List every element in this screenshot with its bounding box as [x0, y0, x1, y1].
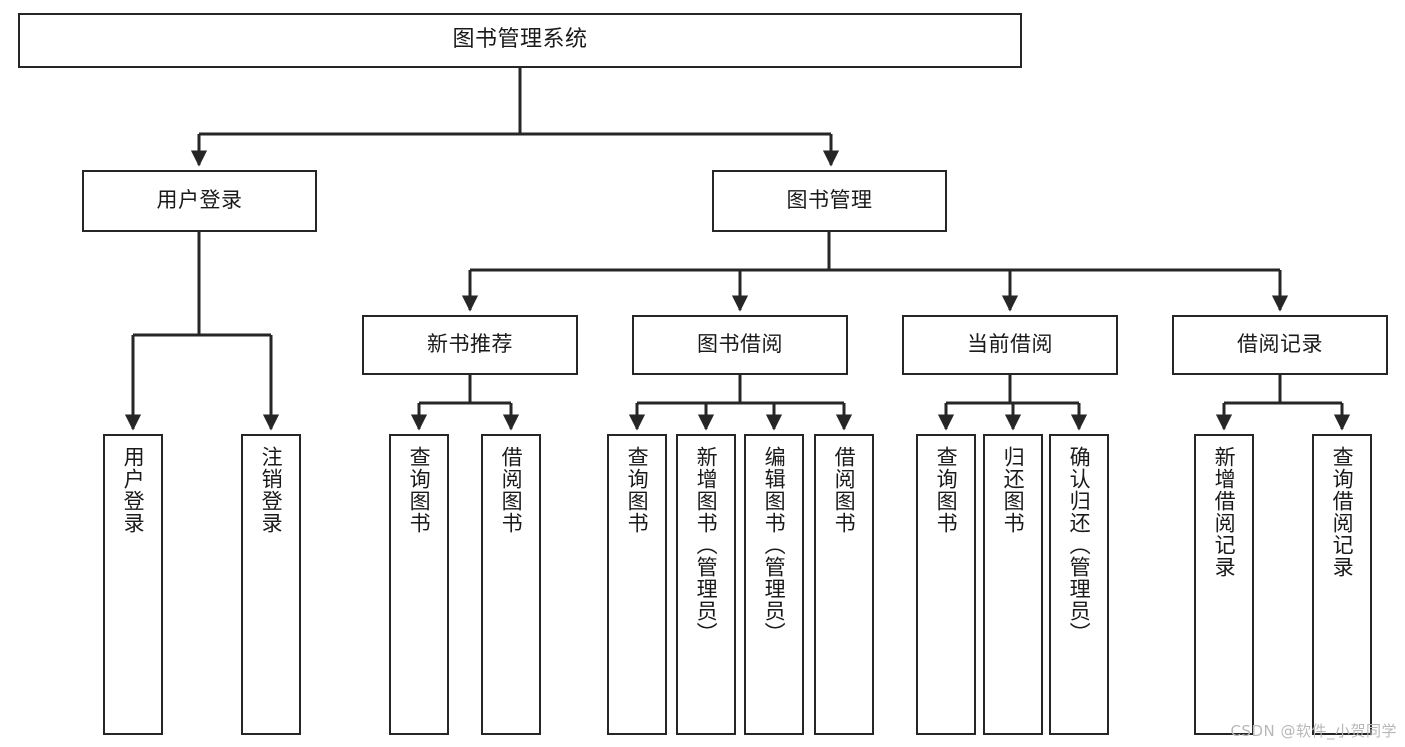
- node-leaf-query-book-1-label: 查询图书: [407, 446, 432, 534]
- node-leaf-add-record-label: 新增借阅记录: [1212, 446, 1237, 578]
- node-book-borrow[interactable]: 图书借阅: [632, 315, 848, 375]
- node-leaf-query-book-1[interactable]: 查询图书: [389, 434, 449, 735]
- node-leaf-borrow-book-1[interactable]: 借阅图书: [481, 434, 541, 735]
- node-leaf-edit-book[interactable]: 编辑图书（管理员）: [744, 434, 804, 735]
- node-leaf-query-book-2-label: 查询图书: [625, 446, 650, 534]
- node-leaf-query-record-label: 查询借阅记录: [1330, 446, 1355, 578]
- node-leaf-borrow-book-2[interactable]: 借阅图书: [814, 434, 874, 735]
- node-borrow-record[interactable]: 借阅记录: [1172, 315, 1388, 375]
- node-leaf-user-login-label: 用户登录: [121, 446, 146, 534]
- node-borrow-record-label: 借阅记录: [1237, 332, 1323, 357]
- node-current-borrow[interactable]: 当前借阅: [902, 315, 1118, 375]
- node-root[interactable]: 图书管理系统: [18, 13, 1022, 68]
- node-leaf-return-book-label: 归还图书: [1001, 446, 1026, 534]
- node-leaf-borrow-book-1-label: 借阅图书: [499, 446, 524, 534]
- node-leaf-confirm-return-label: 确认归还（管理员）: [1067, 446, 1092, 644]
- node-leaf-add-book-label: 新增图书（管理员）: [694, 446, 719, 644]
- node-book-manage[interactable]: 图书管理: [712, 170, 947, 232]
- node-new-book-rec-label: 新书推荐: [427, 332, 513, 357]
- node-leaf-add-book[interactable]: 新增图书（管理员）: [676, 434, 736, 735]
- node-leaf-query-book-3-label: 查询图书: [934, 446, 959, 534]
- node-leaf-user-logout-label: 注销登录: [259, 446, 284, 534]
- node-leaf-confirm-return[interactable]: 确认归还（管理员）: [1049, 434, 1109, 735]
- node-book-manage-label: 图书管理: [786, 188, 873, 213]
- node-root-label: 图书管理系统: [452, 27, 588, 53]
- node-leaf-borrow-book-2-label: 借阅图书: [832, 446, 857, 534]
- node-leaf-query-book-3[interactable]: 查询图书: [916, 434, 976, 735]
- node-leaf-query-book-2[interactable]: 查询图书: [607, 434, 667, 735]
- node-user-login-label: 用户登录: [156, 188, 243, 213]
- csdn-watermark: CSDN @软件_小贺同学: [1230, 722, 1397, 740]
- node-leaf-user-login[interactable]: 用户登录: [103, 434, 163, 735]
- node-leaf-query-record[interactable]: 查询借阅记录: [1312, 434, 1372, 735]
- node-leaf-return-book[interactable]: 归还图书: [983, 434, 1043, 735]
- node-book-borrow-label: 图书借阅: [697, 332, 783, 357]
- node-new-book-rec[interactable]: 新书推荐: [362, 315, 578, 375]
- node-user-login[interactable]: 用户登录: [82, 170, 317, 232]
- node-leaf-edit-book-label: 编辑图书（管理员）: [762, 446, 787, 644]
- node-leaf-add-record[interactable]: 新增借阅记录: [1194, 434, 1254, 735]
- node-current-borrow-label: 当前借阅: [967, 332, 1053, 357]
- node-leaf-user-logout[interactable]: 注销登录: [241, 434, 301, 735]
